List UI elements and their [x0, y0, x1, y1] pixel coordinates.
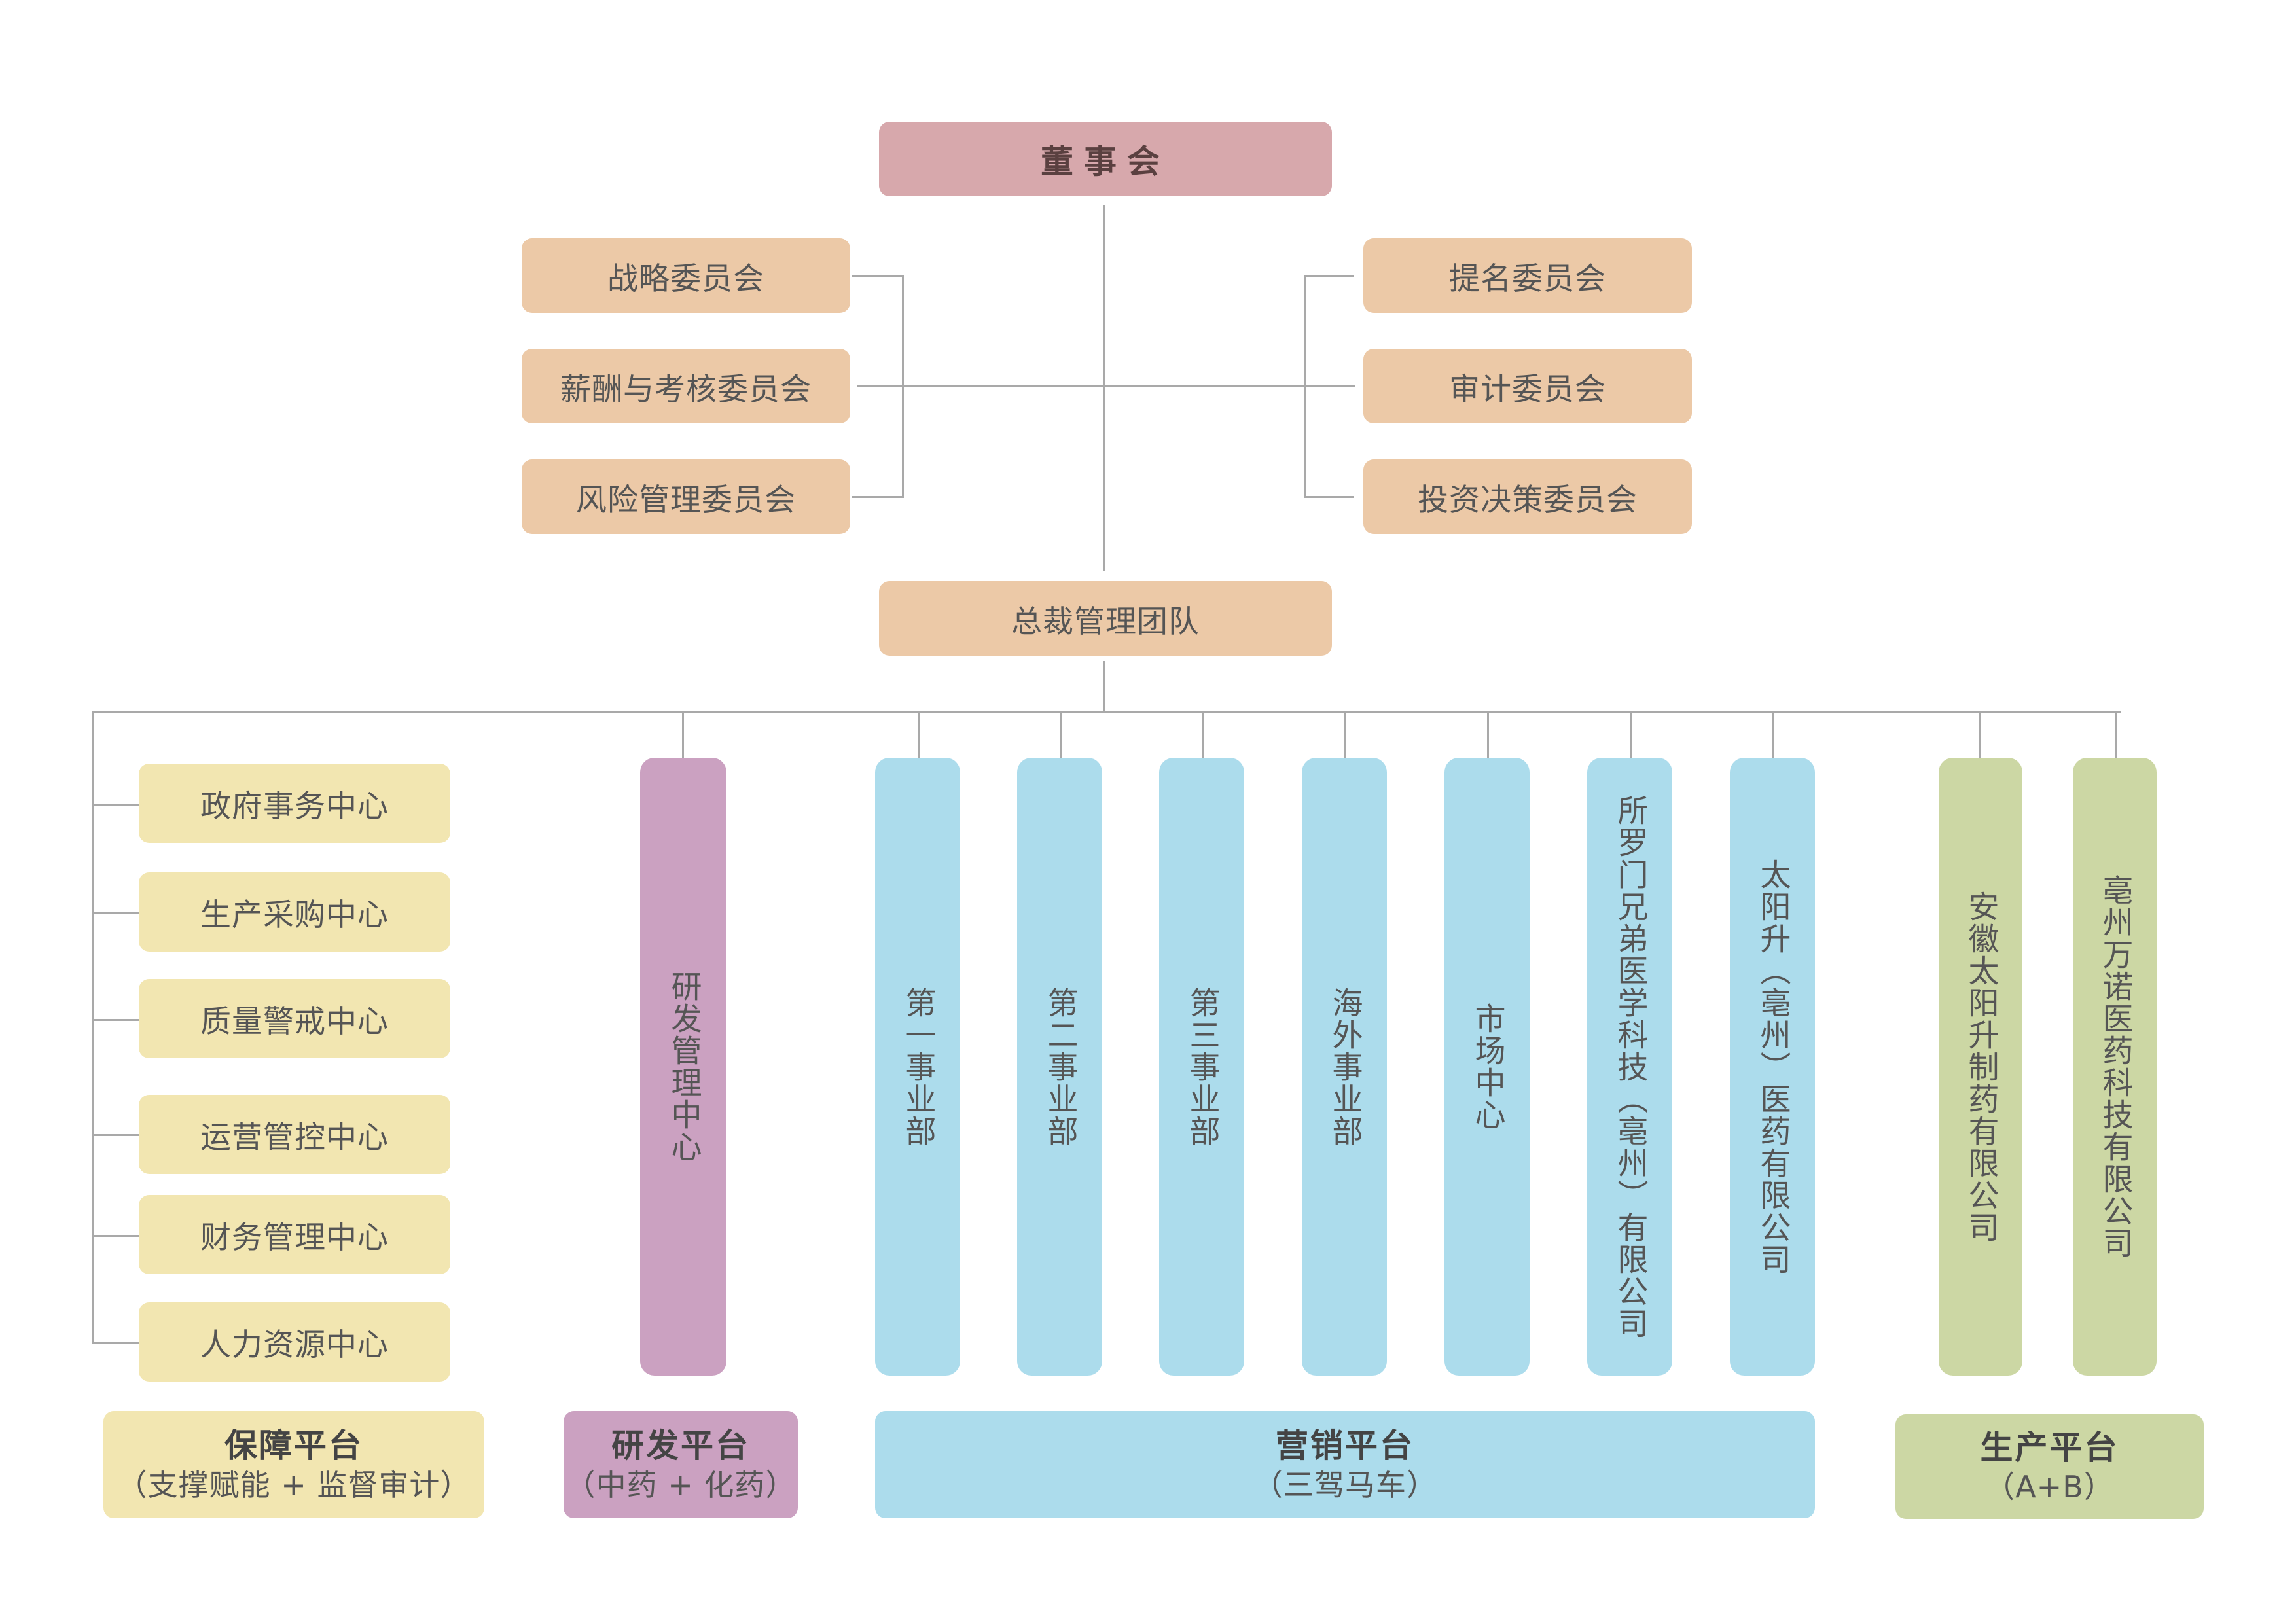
- rd-center-label: 研发管理中心: [665, 971, 702, 1163]
- connector-line: [92, 711, 2121, 713]
- connector-line: [1060, 711, 1062, 758]
- platform-production[interactable]: 生产平台 （A+B）: [1895, 1414, 2204, 1519]
- platform-rd[interactable]: 研发平台 （中药 + 化药）: [564, 1411, 798, 1518]
- connector-line: [2115, 711, 2117, 758]
- business-unit-1-label: 第一事业部: [899, 986, 936, 1147]
- solomon-brothers-company[interactable]: 所罗门兄弟医学科技（亳州）有限公司: [1587, 758, 1672, 1376]
- bozhou-wannuo-company[interactable]: 亳州万诺医药科技有限公司: [2073, 758, 2157, 1376]
- business-unit-3[interactable]: 第三事业部: [1159, 758, 1244, 1376]
- center-human-resources[interactable]: 人力资源中心: [139, 1302, 450, 1382]
- connector-line: [92, 912, 139, 914]
- connector-line: [852, 496, 904, 498]
- connector-line: [1304, 275, 1306, 497]
- business-unit-2[interactable]: 第二事业部: [1017, 758, 1102, 1376]
- center-quality[interactable]: 质量警戒中心: [139, 979, 450, 1058]
- taiyangsheng-pharma-company[interactable]: 太阳升（亳州）医药有限公司: [1730, 758, 1815, 1376]
- committee-audit[interactable]: 审计委员会: [1363, 349, 1692, 423]
- platform-support-title: 保障平台: [224, 1427, 363, 1465]
- connector-line: [1103, 661, 1105, 712]
- committee-strategy[interactable]: 战略委员会: [522, 238, 850, 313]
- platform-marketing[interactable]: 营销平台 （三驾马车）: [875, 1411, 1815, 1518]
- anhui-taiyangsheng-company-label: 安徽太阳升制药有限公司: [1962, 890, 1999, 1243]
- connector-line: [1103, 205, 1105, 571]
- center-operations[interactable]: 运营管控中心: [139, 1095, 450, 1174]
- executive-team[interactable]: 总裁管理团队: [879, 581, 1332, 656]
- connector-line: [1304, 496, 1354, 498]
- connector-line: [92, 804, 139, 806]
- connector-line: [852, 275, 904, 277]
- connector-line: [92, 1019, 139, 1021]
- taiyangsheng-pharma-company-label: 太阳升（亳州）医药有限公司: [1754, 858, 1791, 1275]
- committee-investment[interactable]: 投资决策委员会: [1363, 459, 1692, 534]
- platform-rd-title: 研发平台: [611, 1427, 750, 1465]
- board-of-directors[interactable]: 董事会: [879, 122, 1332, 196]
- center-finance[interactable]: 财务管理中心: [139, 1195, 450, 1274]
- connector-line: [1979, 711, 1981, 758]
- connector-line: [92, 711, 94, 1344]
- committee-compensation[interactable]: 薪酬与考核委员会: [522, 349, 850, 423]
- connector-line: [1772, 711, 1774, 758]
- platform-rd-subtitle: （中药 + 化药）: [565, 1467, 797, 1503]
- bozhou-wannuo-company-label: 亳州万诺医药科技有限公司: [2096, 874, 2133, 1259]
- connector-line: [1630, 711, 1632, 758]
- platform-support-subtitle: （支撑赋能 + 监督审计）: [117, 1467, 471, 1503]
- overseas-business-unit[interactable]: 海外事业部: [1302, 758, 1387, 1376]
- center-government-affairs[interactable]: 政府事务中心: [139, 764, 450, 843]
- platform-production-title: 生产平台: [1980, 1429, 2119, 1467]
- connector-line: [1202, 711, 1204, 758]
- business-unit-3-label: 第三事业部: [1183, 986, 1220, 1147]
- platform-marketing-subtitle: （三驾马车）: [1253, 1467, 1437, 1503]
- connector-line: [92, 1134, 139, 1136]
- solomon-brothers-company-label: 所罗门兄弟医学科技（亳州）有限公司: [1611, 794, 1648, 1340]
- connector-line: [857, 385, 1355, 387]
- connector-line: [682, 711, 684, 758]
- committee-risk[interactable]: 风险管理委员会: [522, 459, 850, 534]
- rd-management-center[interactable]: 研发管理中心: [640, 758, 726, 1376]
- business-unit-1[interactable]: 第一事业部: [875, 758, 960, 1376]
- center-procurement[interactable]: 生产采购中心: [139, 872, 450, 952]
- anhui-taiyangsheng-company[interactable]: 安徽太阳升制药有限公司: [1939, 758, 2022, 1376]
- connector-line: [902, 275, 904, 497]
- connector-line: [92, 1342, 139, 1344]
- connector-line: [1304, 275, 1354, 277]
- business-unit-2-label: 第二事业部: [1041, 986, 1078, 1147]
- market-center[interactable]: 市场中心: [1444, 758, 1530, 1376]
- platform-production-subtitle: （A+B）: [1984, 1469, 2115, 1505]
- connector-line: [1487, 711, 1489, 758]
- connector-line: [1344, 711, 1346, 758]
- connector-line: [918, 711, 920, 758]
- platform-support[interactable]: 保障平台 （支撑赋能 + 监督审计）: [103, 1411, 484, 1518]
- connector-line: [92, 1235, 139, 1237]
- market-center-label: 市场中心: [1469, 1003, 1505, 1131]
- platform-marketing-title: 营销平台: [1276, 1427, 1414, 1465]
- overseas-business-unit-label: 海外事业部: [1326, 986, 1363, 1147]
- committee-nomination[interactable]: 提名委员会: [1363, 238, 1692, 313]
